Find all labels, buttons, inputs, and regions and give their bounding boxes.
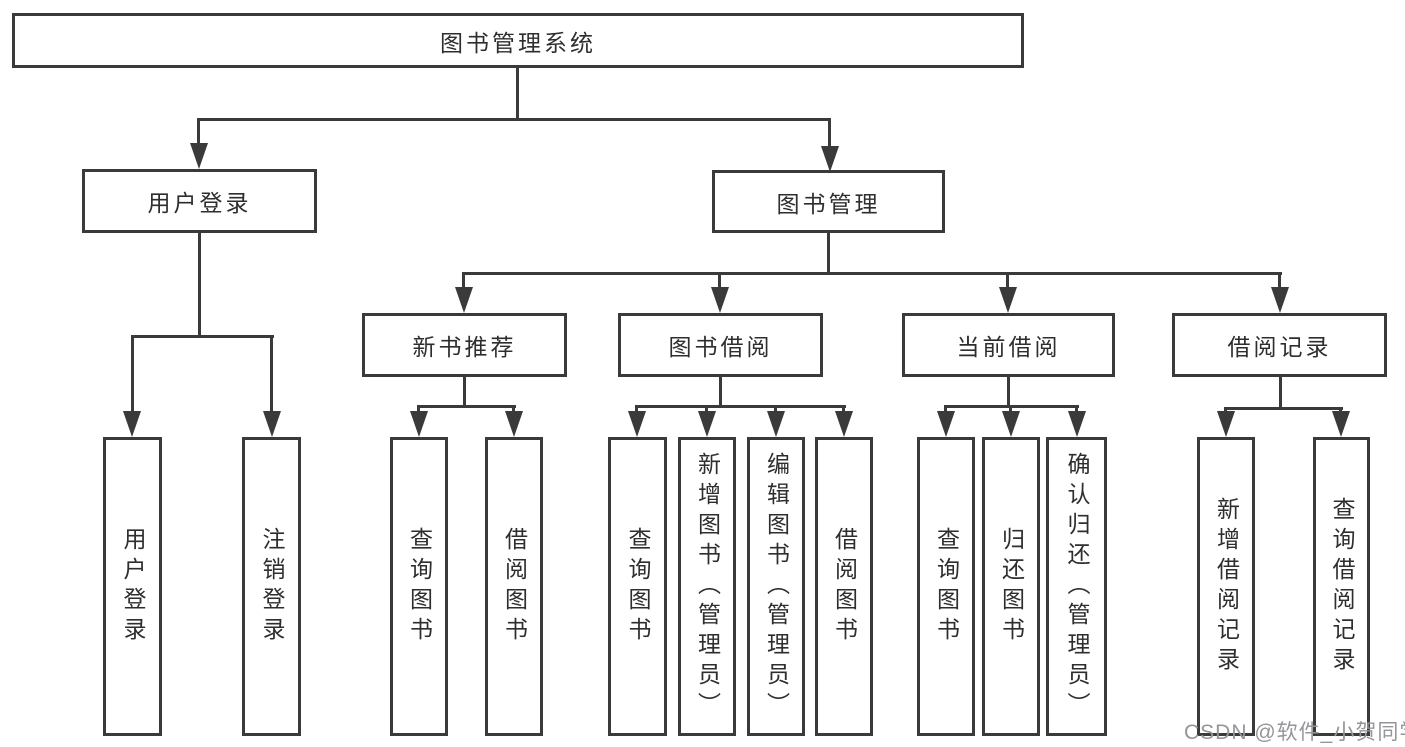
- connector-root-down: [516, 68, 519, 118]
- connector-stub: [1006, 272, 1009, 290]
- node-root: 图书管理系统: [12, 13, 1024, 68]
- leaf-label: 注销登录: [259, 526, 285, 647]
- connector-stub: [774, 405, 777, 414]
- arrow-down-icon: [937, 411, 955, 437]
- leaf-label: 查询图书: [625, 526, 651, 647]
- arrow-down-icon: [698, 411, 716, 437]
- connector-stub: [1075, 405, 1078, 414]
- arrow-down-icon: [505, 411, 523, 437]
- connector-stub: [718, 272, 721, 290]
- leaf-return-books: 归还图书: [982, 437, 1040, 736]
- leaf-label: 借阅图书: [831, 526, 858, 647]
- arrow-down-icon: [835, 411, 853, 437]
- node-borrow-records: 借阅记录: [1172, 313, 1387, 377]
- leaf-label: 查询图书: [933, 526, 960, 647]
- leaf-add-books-admin: 新增图书（管理员）: [678, 437, 736, 736]
- connector-records-down: [1279, 377, 1282, 409]
- leaf-query-books: 查询图书: [608, 437, 667, 736]
- connector-level2-rail: [199, 118, 831, 121]
- arrow-down-icon: [455, 287, 473, 313]
- connector-rail: [131, 335, 274, 338]
- csdn-watermark: CSDN @软件_小贺同学: [1184, 721, 1405, 744]
- leaf-label: 查询借阅记录: [1329, 496, 1355, 677]
- connector-stub: [944, 405, 947, 414]
- connector-rail: [1224, 407, 1343, 410]
- arrow-down-icon: [1068, 411, 1086, 437]
- connector-stub: [462, 272, 465, 290]
- arrow-down-icon: [1217, 411, 1235, 437]
- leaf-label: 新增图书（管理员）: [694, 451, 721, 722]
- connector-book-mgmt-down: [827, 233, 830, 275]
- connector-stub: [1009, 405, 1012, 414]
- connector-stub: [417, 405, 420, 414]
- connector-borrow-down: [719, 377, 722, 407]
- connector-stub: [705, 405, 708, 414]
- node-current-borrow: 当前借阅: [902, 313, 1115, 377]
- leaf-label: 新增借阅记录: [1213, 496, 1240, 677]
- arrow-down-icon: [1002, 411, 1020, 437]
- connector-stub-book-mgmt: [828, 118, 831, 150]
- arrow-down-icon: [767, 411, 785, 437]
- arrow-down-icon: [123, 411, 141, 437]
- arrow-down-icon: [410, 411, 428, 437]
- arrow-down-icon: [263, 411, 281, 437]
- node-label: 图书借阅: [668, 334, 773, 360]
- leaf-user-login: 用户登录: [103, 437, 162, 736]
- leaf-edit-books-admin: 编辑图书（管理员）: [747, 437, 805, 736]
- connector-stub: [1278, 272, 1281, 290]
- connector-current-down: [1007, 377, 1010, 407]
- arrow-down-icon: [711, 287, 729, 313]
- connector-stub-user-login: [197, 118, 200, 148]
- leaf-label: 借阅图书: [501, 526, 528, 647]
- node-label: 当前借阅: [956, 334, 1061, 360]
- connector-stub: [1224, 407, 1227, 414]
- leaf-label: 用户登录: [120, 526, 146, 647]
- arrow-down-icon: [628, 411, 646, 437]
- connector-stub: [131, 335, 134, 413]
- leaf-logout: 注销登录: [242, 437, 301, 736]
- leaf-label: 确认归还（管理员）: [1064, 451, 1090, 722]
- node-label: 借阅记录: [1227, 334, 1332, 360]
- leaf-query-books: 查询图书: [917, 437, 975, 736]
- leaf-label: 归还图书: [998, 526, 1025, 647]
- node-book-borrow: 图书借阅: [618, 313, 823, 377]
- node-label: 新书推荐: [412, 334, 517, 360]
- leaf-label: 查询图书: [406, 526, 433, 647]
- connector-level3-rail: [464, 272, 1282, 275]
- node-label: 用户登录: [147, 190, 252, 216]
- arrow-down-icon: [999, 287, 1017, 313]
- leaf-borrow-books: 借阅图书: [485, 437, 543, 736]
- arrow-down-icon: [190, 143, 208, 169]
- leaf-borrow-books: 借阅图书: [815, 437, 873, 736]
- node-label: 图书管理: [776, 190, 881, 217]
- node-new-book-recommend: 新书推荐: [362, 313, 567, 377]
- arrow-down-icon: [1271, 287, 1289, 313]
- node-user-login: 用户登录: [82, 169, 317, 233]
- connector-rail: [417, 405, 516, 408]
- leaf-query-borrow-record: 查询借阅记录: [1313, 437, 1370, 736]
- leaf-add-borrow-record: 新增借阅记录: [1197, 437, 1255, 736]
- connector-stub: [512, 405, 515, 414]
- connector-newbook-down: [463, 377, 466, 407]
- connector-stub: [635, 405, 638, 414]
- leaf-confirm-return-admin: 确认归还（管理员）: [1046, 437, 1107, 736]
- connector-rail: [635, 405, 846, 408]
- leaf-query-books: 查询图书: [390, 437, 448, 736]
- connector-stub: [1339, 407, 1342, 414]
- arrow-down-icon: [1332, 411, 1350, 437]
- node-root-label: 图书管理系统: [440, 29, 596, 56]
- connector-user-login-down: [198, 233, 201, 337]
- connector-stub: [270, 335, 273, 413]
- leaf-label: 编辑图书（管理员）: [763, 451, 790, 722]
- arrow-down-icon: [821, 146, 839, 172]
- node-book-management: 图书管理: [712, 170, 945, 233]
- connector-stub: [842, 405, 845, 414]
